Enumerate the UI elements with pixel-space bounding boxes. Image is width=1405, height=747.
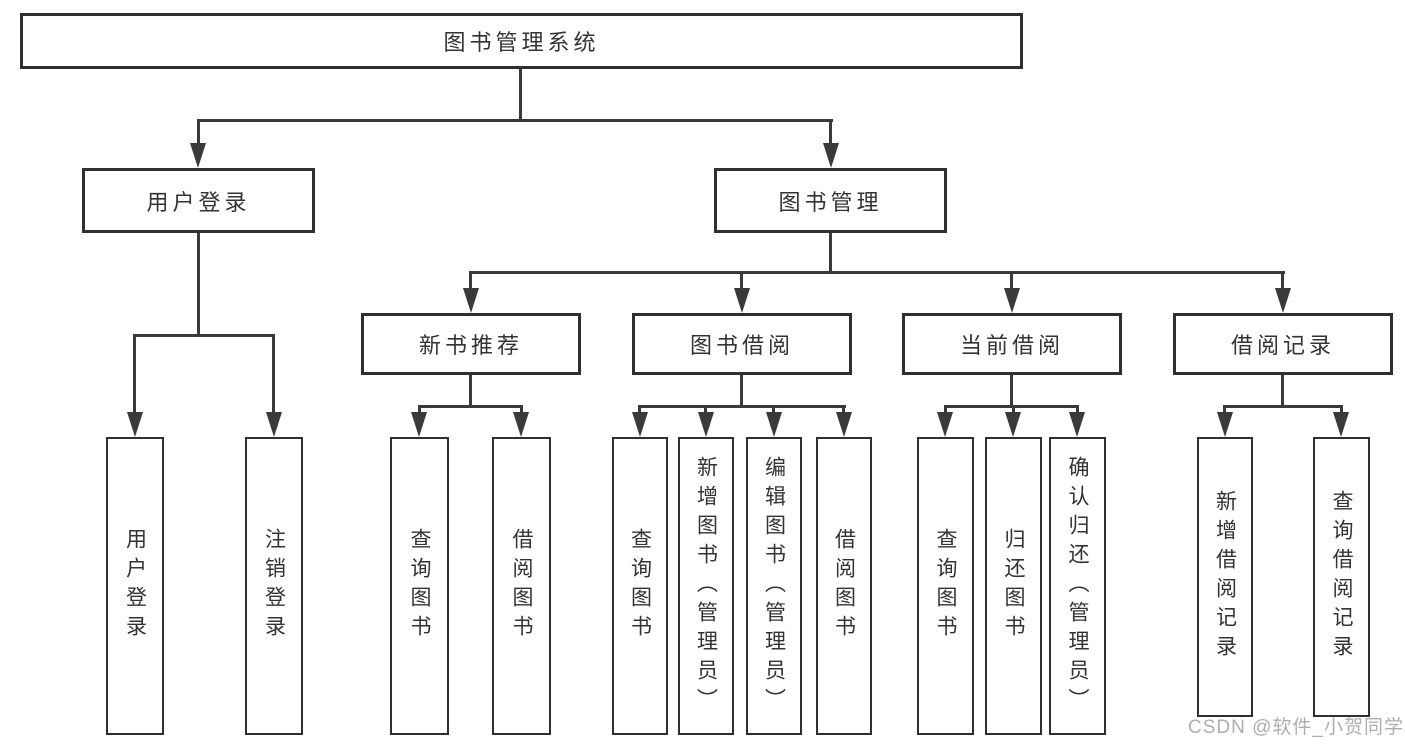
arrowhead-down-icon <box>1275 288 1291 313</box>
arrowhead-down-icon <box>698 412 714 437</box>
connector-line <box>772 405 775 417</box>
connector-line <box>520 405 523 417</box>
arrowhead-down-icon <box>513 412 529 437</box>
arrowhead-down-icon <box>1004 288 1020 313</box>
connector-line <box>1076 405 1079 417</box>
leaf-query-books-2: 查询图书 <box>612 437 668 735</box>
connector-line <box>1281 375 1284 406</box>
connector-line <box>272 334 275 414</box>
connector-line <box>197 119 200 146</box>
connector-line <box>133 334 275 337</box>
connector-line <box>638 405 641 417</box>
connector-line <box>740 375 743 406</box>
arrowhead-down-icon <box>836 412 852 437</box>
leaf-add-book-admin: 新增图书（管理员） <box>678 437 734 735</box>
connector-line <box>133 334 136 414</box>
connector-line <box>469 375 472 406</box>
node-borrowing-records: 借阅记录 <box>1173 313 1393 375</box>
connector-line <box>469 271 1285 274</box>
leaf-borrow-books-1: 借阅图书 <box>492 437 551 735</box>
node-current-borrowing: 当前借阅 <box>902 313 1122 375</box>
csdn-watermark: CSDN @软件_小贺同学 <box>1188 717 1404 738</box>
leaf-query-borrow-record: 查询借阅记录 <box>1313 437 1370 717</box>
connector-line <box>704 405 707 417</box>
arrowhead-down-icon <box>1005 412 1021 437</box>
arrowhead-down-icon <box>823 143 839 168</box>
connector-line <box>842 405 845 417</box>
leaf-edit-book-admin: 编辑图书（管理员） <box>746 437 802 735</box>
connector-line <box>1010 271 1013 291</box>
connector-line <box>829 119 832 146</box>
connector-line <box>1223 405 1343 408</box>
connector-line <box>829 233 832 272</box>
node-new-book-recommendation: 新书推荐 <box>361 313 581 375</box>
connector-line <box>1010 375 1013 406</box>
connector-line <box>740 271 743 291</box>
node-book-management: 图书管理 <box>714 168 947 233</box>
leaf-return-books: 归还图书 <box>985 437 1042 735</box>
connector-line <box>418 405 421 417</box>
node-user-login: 用户登录 <box>82 168 315 233</box>
leaf-user-login: 用户登录 <box>106 437 164 735</box>
arrowhead-down-icon <box>1217 412 1233 437</box>
connector-line <box>1012 405 1015 417</box>
connector-line <box>197 119 833 122</box>
arrowhead-down-icon <box>734 288 750 313</box>
connector-line <box>944 405 947 417</box>
arrowhead-down-icon <box>1333 412 1349 437</box>
leaf-add-borrow-record: 新增借阅记录 <box>1197 437 1253 717</box>
connector-line <box>418 405 523 408</box>
connector-line <box>638 405 846 408</box>
leaf-confirm-return-admin: 确认归还（管理员） <box>1049 437 1106 735</box>
arrowhead-down-icon <box>937 412 953 437</box>
arrowhead-down-icon <box>463 288 479 313</box>
connector-line <box>1223 405 1226 417</box>
arrowhead-down-icon <box>190 143 206 168</box>
leaf-borrow-books-2: 借阅图书 <box>816 437 872 735</box>
arrowhead-down-icon <box>632 412 648 437</box>
connector-line <box>944 405 1079 408</box>
connector-line <box>197 233 200 335</box>
node-library-management-system: 图书管理系统 <box>20 13 1023 69</box>
connector-line <box>519 69 522 120</box>
leaf-query-books-1: 查询图书 <box>390 437 449 735</box>
connector-line <box>1340 405 1343 417</box>
arrowhead-down-icon <box>1069 412 1085 437</box>
arrowhead-down-icon <box>266 412 282 437</box>
leaf-query-books-3: 查询图书 <box>917 437 974 735</box>
connector-line <box>1281 271 1284 291</box>
arrowhead-down-icon <box>411 412 427 437</box>
connector-line <box>469 271 472 291</box>
arrowhead-down-icon <box>127 412 143 437</box>
leaf-logout: 注销登录 <box>245 437 303 735</box>
arrowhead-down-icon <box>766 412 782 437</box>
node-book-borrowing: 图书借阅 <box>632 313 852 375</box>
